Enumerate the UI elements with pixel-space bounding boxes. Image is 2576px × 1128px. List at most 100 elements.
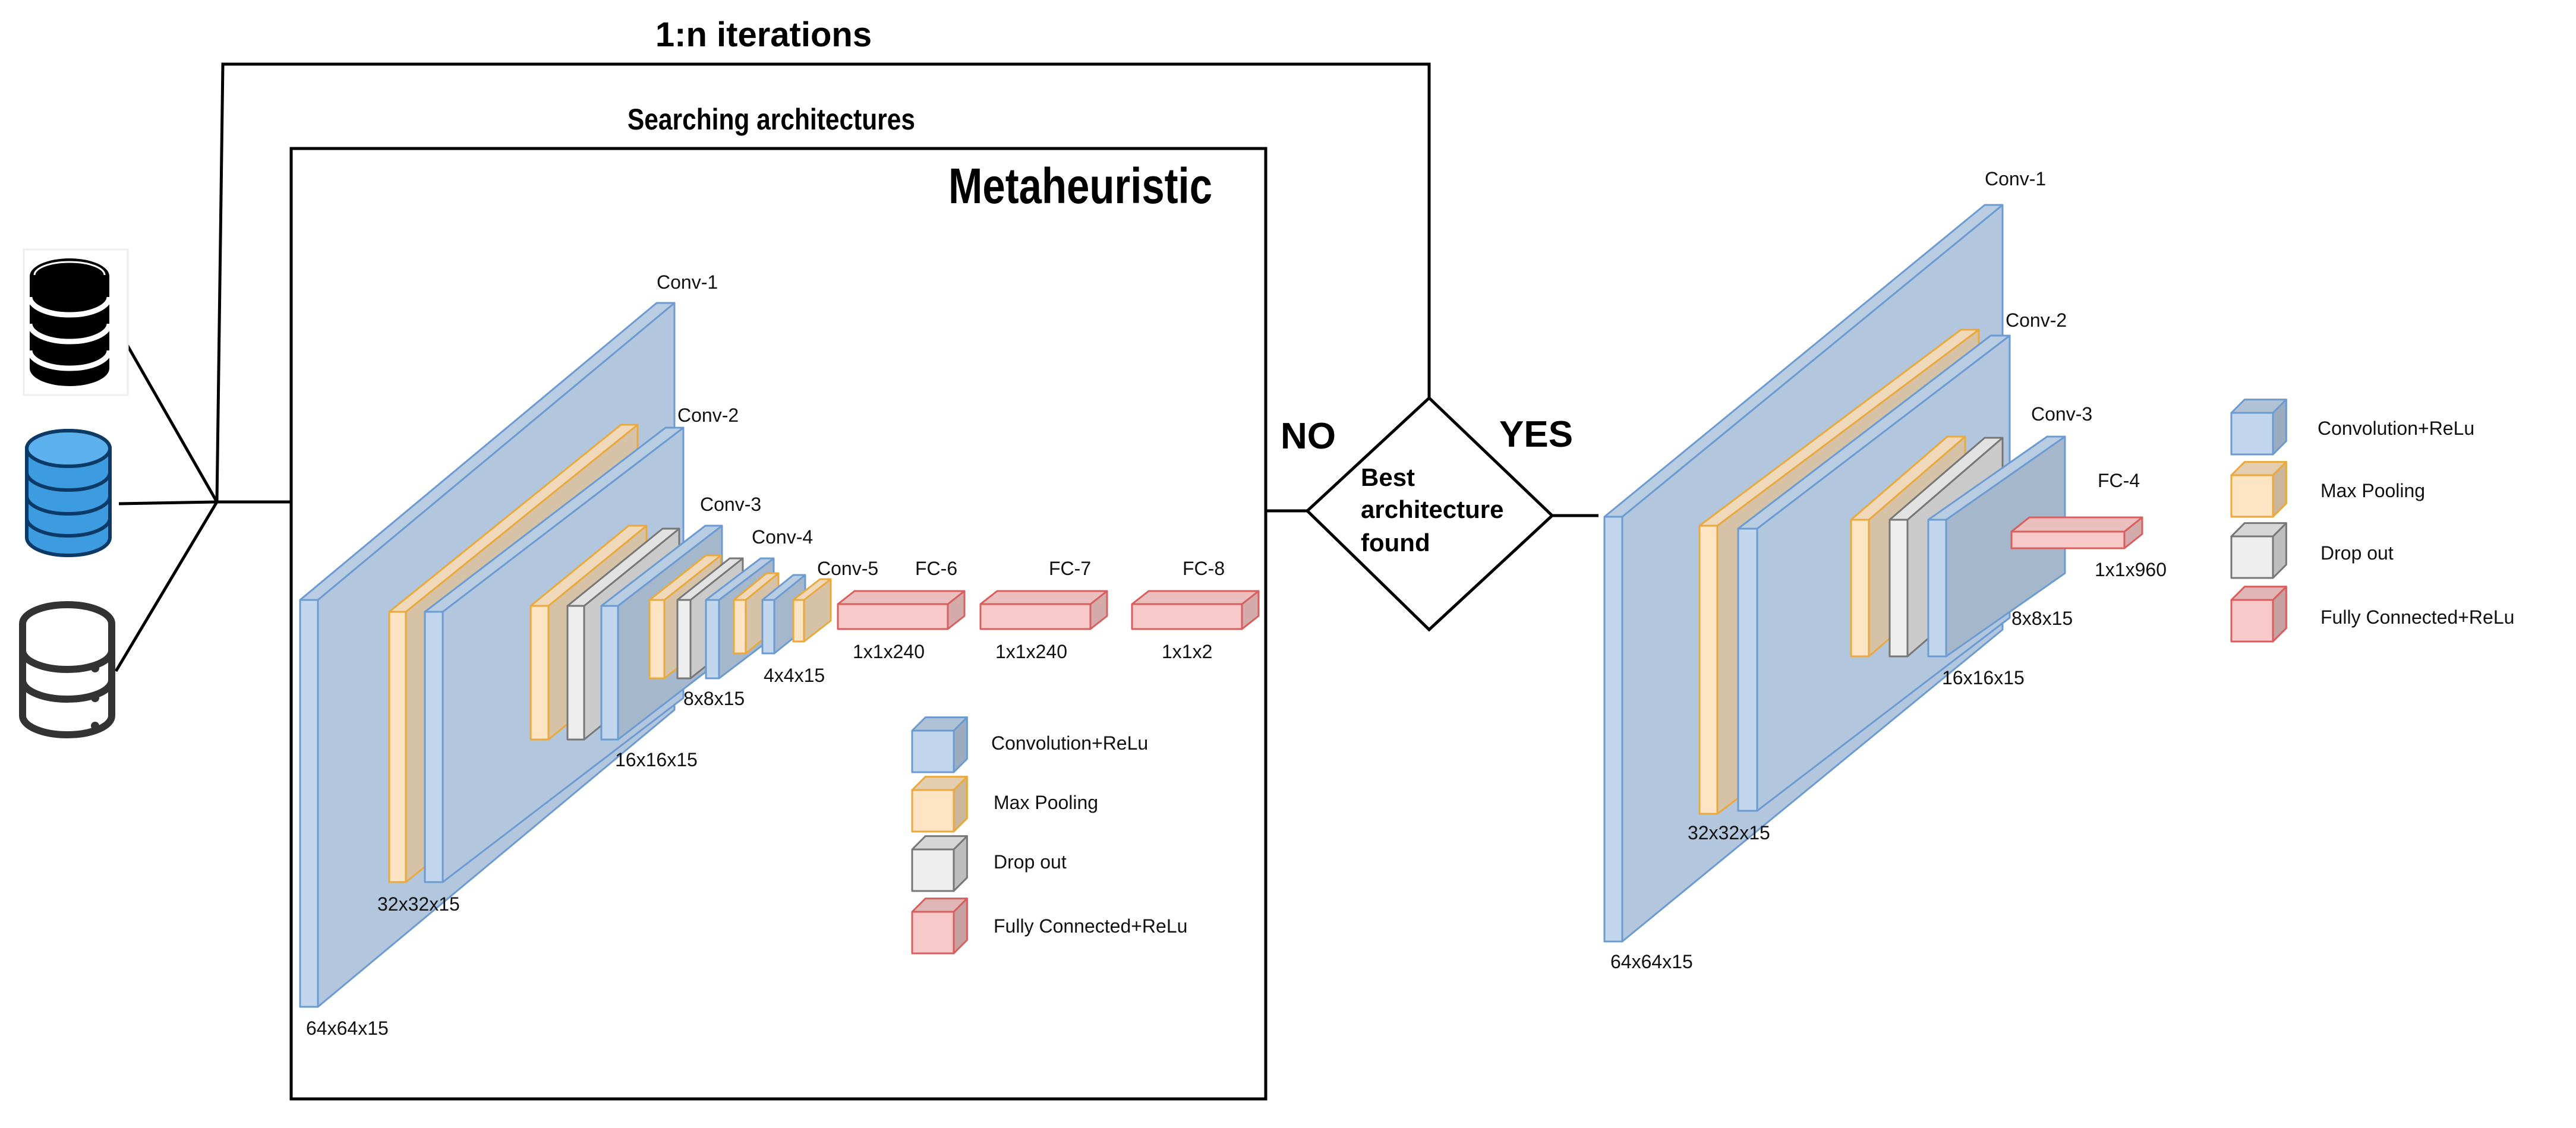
search-pool3-slab-front <box>648 599 666 680</box>
legend-search-fc-label: Fully Connected+ReLu <box>994 915 1187 937</box>
yes-label: YES <box>1499 414 1573 455</box>
label-conv3: Conv-3 <box>700 494 761 515</box>
dim-fc8: 1x1x2 <box>1162 641 1212 662</box>
dim-fc6: 1x1x240 <box>853 641 925 662</box>
db1-link <box>120 334 219 503</box>
database-outline-icon <box>19 601 115 738</box>
legend-final-conv-icon <box>2230 399 2287 456</box>
search-pool1-slab-front <box>388 611 407 883</box>
legend-final-fc-icon <box>2230 586 2287 643</box>
metaheuristic-heading: Metaheuristic <box>948 159 1212 214</box>
search-network <box>299 302 1260 1008</box>
final-pool2-slab-front <box>1850 519 1870 658</box>
legend-final-drop-icon-front <box>2230 535 2274 579</box>
search-fc8-slab-top <box>1131 590 1260 605</box>
legend-search-fc-icon-front <box>911 911 955 955</box>
decision-line2: architecture <box>1361 495 1503 523</box>
search-pool5-slab-front <box>792 599 805 643</box>
search-drop2-slab-front <box>566 605 585 741</box>
dim-8: 8x8x15 <box>683 688 745 709</box>
legend-search-drop-icon <box>911 835 968 892</box>
final-label-conv1: Conv-1 <box>1985 168 2046 189</box>
final-dim-8: 8x8x15 <box>2011 608 2073 629</box>
final-dim-16: 16x16x15 <box>1942 667 2025 688</box>
final-network <box>1603 204 2143 943</box>
final-fc4-slab-top <box>2010 516 2143 533</box>
final-conv3-slab <box>1927 435 2066 658</box>
legend-final-pool-icon <box>2230 461 2287 518</box>
legend-search-drop-icon-front <box>911 848 955 892</box>
iterations-title: 1:n iterations <box>655 15 872 54</box>
connector-lines <box>114 62 1598 672</box>
metaheuristic-box <box>289 147 1267 1101</box>
label-conv4: Conv-4 <box>752 526 813 548</box>
label-conv2: Conv-2 <box>677 405 739 426</box>
legend-search-drop-label: Drop out <box>994 851 1067 873</box>
db3-link <box>114 501 219 672</box>
decision-line3: found <box>1361 529 1430 557</box>
search-fc7-slab <box>979 590 1108 630</box>
database-blue-icon <box>25 429 112 557</box>
legend-final-conv-label: Convolution+ReLu <box>2318 418 2474 439</box>
dim-16: 16x16x15 <box>615 749 698 770</box>
search-conv5-slab-front <box>761 599 775 655</box>
final-drop2-slab-front <box>1888 519 1909 658</box>
final-fc4-slab-front <box>2010 530 2126 549</box>
legend-search: Convolution+ReLu Max Pooling Drop out Fu… <box>911 716 1187 955</box>
legend-final-pool-label: Max Pooling <box>2320 480 2425 501</box>
legend-final-fc-label: Fully Connected+ReLu <box>2320 606 2514 628</box>
dim-32: 32x32x15 <box>377 893 460 915</box>
label-conv1: Conv-1 <box>657 271 718 293</box>
legend-search-pool-label: Max Pooling <box>994 792 1098 813</box>
search-conv2-slab-front <box>424 611 444 883</box>
final-pool1-slab-front <box>1698 524 1719 815</box>
final-label-conv3: Conv-3 <box>2031 403 2092 425</box>
iteration-loop-line <box>215 62 1431 503</box>
final-layer-labels: Conv-1 Conv-2 Conv-3 FC-4 64x64x15 32x32… <box>1610 168 2167 972</box>
legend-final: Convolution+ReLu Max Pooling Drop out Fu… <box>2230 399 2514 643</box>
legend-search-conv-icon <box>911 716 968 773</box>
search-fc7-slab-front <box>979 603 1092 630</box>
label-fc6: FC-6 <box>915 558 957 579</box>
search-pool2-slab-front <box>529 605 550 741</box>
label-conv5: Conv-5 <box>817 558 878 579</box>
search-pool5-slab <box>792 578 832 643</box>
final-fc4-slab <box>2010 516 2143 549</box>
final-dim-64: 64x64x15 <box>1610 951 1693 972</box>
final-dim-32: 32x32x15 <box>1688 822 1770 843</box>
decision-diamond <box>1305 396 1555 632</box>
legend-search-conv-icon-front <box>911 729 955 773</box>
search-drop3-slab-front <box>676 599 692 680</box>
search-layer-labels: Conv-1 Conv-2 Conv-3 Conv-4 Conv-5 FC-6 … <box>306 271 1225 1039</box>
legend-search-pool-icon <box>911 776 968 833</box>
no-label: NO <box>1281 416 1336 457</box>
final-conv1-slab-front <box>1603 516 1623 943</box>
db2-link <box>118 500 217 505</box>
search-fc8-slab-front <box>1131 603 1243 630</box>
search-fc6-slab-front <box>837 603 949 630</box>
search-caption: Searching architectures <box>628 103 915 136</box>
dim-fc7: 1x1x240 <box>995 641 1067 662</box>
search-conv3-slab-front <box>600 605 619 741</box>
legend-final-conv-icon-front <box>2230 412 2274 456</box>
legend-final-drop-label: Drop out <box>2320 542 2394 564</box>
search-fc8-slab <box>1131 590 1260 630</box>
final-label-conv2: Conv-2 <box>2006 309 2067 331</box>
decision-line1: Best <box>1361 463 1415 491</box>
search-conv4-slab-front <box>705 599 720 680</box>
search-conv1-slab-front <box>299 599 319 1008</box>
dim-4: 4x4x15 <box>764 665 825 686</box>
legend-final-pool-icon-front <box>2230 474 2274 518</box>
final-dim-fc4: 1x1x960 <box>2095 559 2167 580</box>
final-conv2-slab-front <box>1737 527 1758 812</box>
database-black-icon <box>23 248 129 396</box>
legend-search-pool-icon-front <box>911 789 955 833</box>
search-pool4-slab-front <box>733 599 747 655</box>
label-fc7: FC-7 <box>1049 558 1091 579</box>
legend-search-fc-icon <box>911 898 968 955</box>
dim-64: 64x64x15 <box>306 1018 389 1039</box>
final-conv3-slab-front <box>1927 519 1947 658</box>
legend-final-fc-icon-front <box>2230 599 2274 643</box>
search-fc6-slab-top <box>837 590 966 605</box>
